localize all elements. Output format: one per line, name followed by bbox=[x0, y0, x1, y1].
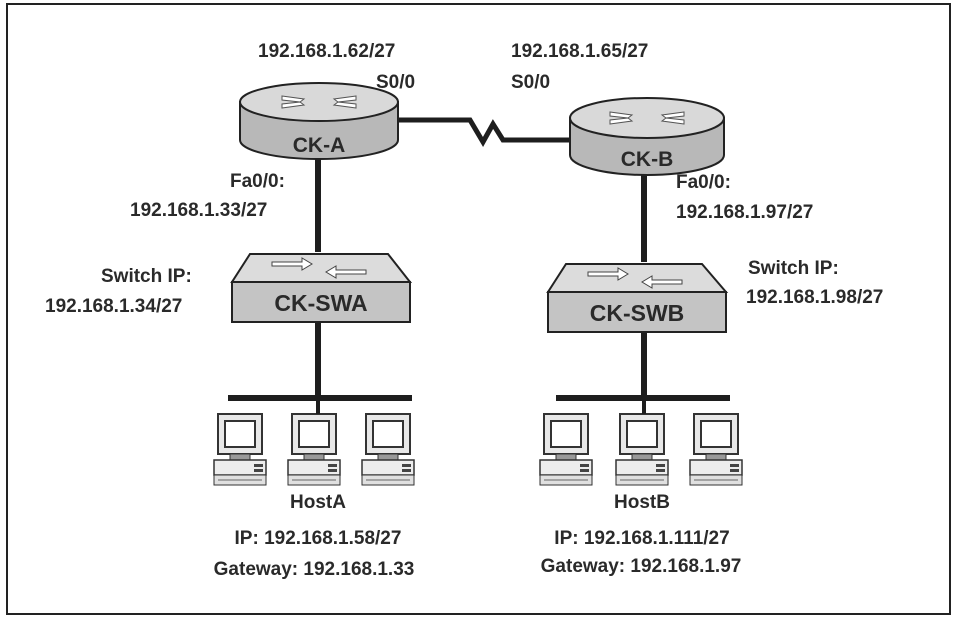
router-b-serial-interface: S0/0 bbox=[511, 72, 550, 93]
switch-a-ip: 192.168.1.34/27 bbox=[45, 296, 182, 317]
host-b-gateway: Gateway: 192.168.1.97 bbox=[541, 556, 742, 577]
serial-link bbox=[395, 117, 572, 148]
switch-b-ip: 192.168.1.98/27 bbox=[746, 287, 883, 308]
switch-b-name: CK-SWB bbox=[590, 300, 685, 326]
router-icon bbox=[569, 97, 725, 176]
host-b-ip: IP: 192.168.1.111/27 bbox=[554, 528, 729, 549]
router-b-fa-interface: Fa0/0: bbox=[676, 172, 731, 193]
switch-b-ip-label: Switch IP: bbox=[748, 258, 839, 279]
router-a-name: CK-A bbox=[293, 134, 346, 157]
pc-icon bbox=[539, 413, 593, 486]
switch-icon bbox=[546, 263, 729, 333]
outer-frame bbox=[6, 3, 951, 615]
pc-icon bbox=[689, 413, 743, 486]
host-a-name: HostA bbox=[290, 492, 346, 513]
router-b-serial-ip: 192.168.1.65/27 bbox=[511, 41, 648, 62]
router-b-fa-ip: 192.168.1.97/27 bbox=[676, 202, 813, 223]
pc-icon bbox=[213, 413, 267, 486]
router-a-fa-ip: 192.168.1.33/27 bbox=[130, 200, 267, 221]
router-a-serial-interface: S0/0 bbox=[376, 72, 415, 93]
router-a-fa-interface: Fa0/0: bbox=[230, 171, 285, 192]
router-a-serial-ip: 192.168.1.62/27 bbox=[258, 41, 395, 62]
pc-icon bbox=[287, 413, 341, 486]
host-a-ip: IP: 192.168.1.58/27 bbox=[235, 528, 402, 549]
host-a-gateway: Gateway: 192.168.1.33 bbox=[214, 559, 415, 580]
pc-icon bbox=[361, 413, 415, 486]
host-b-name: HostB bbox=[614, 492, 670, 513]
switch-a-name: CK-SWA bbox=[274, 290, 367, 316]
router-icon bbox=[239, 82, 399, 160]
switch-a-ip-label: Switch IP: bbox=[101, 266, 192, 287]
router-b-name: CK-B bbox=[621, 148, 674, 171]
switch-icon bbox=[230, 253, 413, 323]
pc-icon bbox=[615, 413, 669, 486]
